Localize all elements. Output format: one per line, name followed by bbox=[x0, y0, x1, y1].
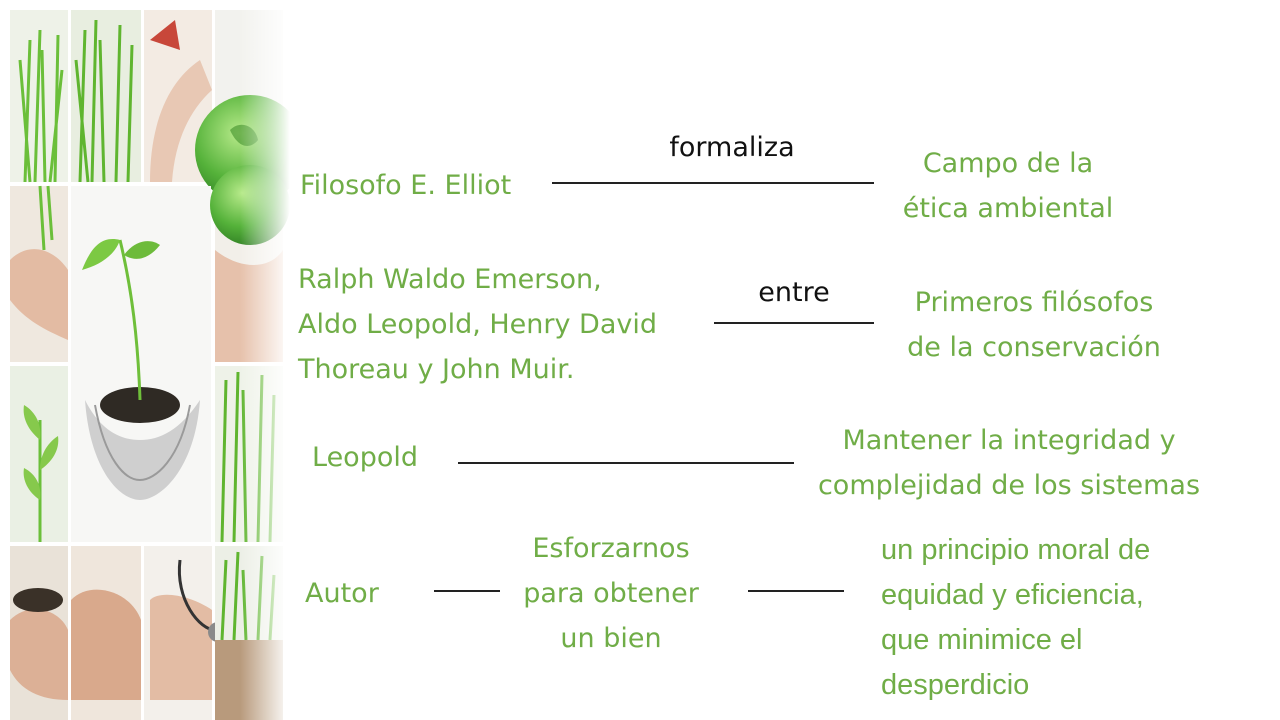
source-leopold: Leopold bbox=[312, 442, 418, 473]
target-line: Campo de la bbox=[922, 148, 1094, 179]
source-autor: Autor bbox=[305, 578, 379, 609]
target-line: equidad y eficiencia, bbox=[881, 579, 1144, 611]
sprout-icon bbox=[10, 366, 68, 542]
stethoscope-icon bbox=[144, 546, 228, 720]
connector-line bbox=[434, 590, 500, 592]
relation-formaliza: formaliza bbox=[669, 132, 795, 163]
hands-soil-icon bbox=[10, 185, 68, 362]
source-line: Thoreau y John Muir. bbox=[298, 354, 575, 385]
middle-line: un bien bbox=[560, 623, 662, 654]
connector-line bbox=[748, 590, 844, 592]
target-line: Mantener la integridad y bbox=[842, 425, 1176, 456]
relation-entre: entre bbox=[758, 277, 830, 308]
connector-line bbox=[552, 182, 874, 184]
target-mantener-integridad: Mantener la integridad y complejidad de … bbox=[790, 418, 1228, 508]
target-principio-moral: un principio moral de equidad y eficienc… bbox=[881, 528, 1150, 708]
target-etica-ambiental: Campo de la ética ambiental bbox=[878, 141, 1138, 231]
target-line: ética ambiental bbox=[902, 193, 1114, 224]
connector-line bbox=[714, 322, 874, 324]
hands-soil-icon bbox=[10, 546, 68, 720]
target-line: Primeros filósofos bbox=[914, 287, 1154, 318]
source-elliot: Filosofo E. Elliot bbox=[300, 170, 512, 201]
photo-collage bbox=[0, 0, 290, 720]
grass-icon bbox=[10, 10, 68, 183]
target-primeros-filosofos: Primeros filósofos de la conservación bbox=[884, 280, 1184, 370]
middle-line: para obtener bbox=[523, 578, 699, 609]
target-line: un principio moral de bbox=[881, 534, 1151, 566]
target-line: desperdicio bbox=[881, 669, 1030, 701]
target-line: de la conservación bbox=[907, 332, 1161, 363]
middle-line: Esforzarnos bbox=[532, 533, 690, 564]
target-line: que minimice el bbox=[881, 624, 1083, 656]
hands-soil-icon bbox=[71, 546, 141, 720]
source-line: Ralph Waldo Emerson, bbox=[298, 264, 602, 295]
source-line: Aldo Leopold, Henry David bbox=[298, 309, 658, 340]
grass-icon bbox=[71, 10, 141, 183]
middle-esforzarnos: Esforzarnos para obtener un bien bbox=[500, 526, 722, 661]
connector-line bbox=[458, 462, 794, 464]
seedling-in-hands-icon bbox=[71, 186, 211, 542]
target-line: complejidad de los sistemas bbox=[817, 470, 1201, 501]
source-conservation-philosophers: Ralph Waldo Emerson, Aldo Leopold, Henry… bbox=[298, 257, 657, 392]
